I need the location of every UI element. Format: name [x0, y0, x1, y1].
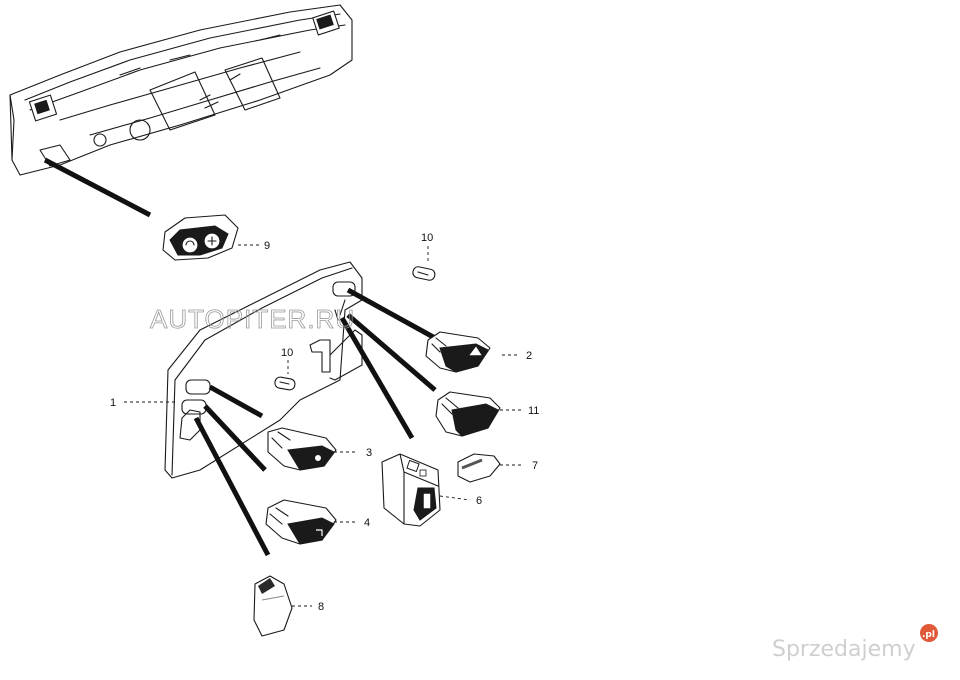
part-8-cover [253, 575, 293, 637]
assembly-arrows [193, 287, 437, 557]
part-1-panel [164, 261, 363, 479]
part-3-switch [267, 427, 337, 471]
svg-text:.pl: .pl [922, 630, 935, 640]
assembly-arrow [43, 157, 152, 218]
callout-10-upper: 10 [421, 232, 433, 244]
callout-11: 11 [528, 405, 539, 417]
autopiter-watermark: AUTOPITER.RU [150, 304, 355, 334]
callout-7: 7 [532, 460, 538, 472]
part-6-dimmer [381, 453, 441, 527]
callout-10-lower: 10 [281, 347, 293, 359]
callout-1: 1 [110, 397, 116, 409]
part-2-hazard-switch [425, 331, 491, 373]
callout-3: 3 [366, 447, 372, 459]
part-4-switch [265, 499, 337, 545]
callout-9: 9 [264, 240, 270, 252]
svg-text:Sprzedajemy: Sprzedajemy [772, 637, 916, 662]
callout-2: 2 [526, 350, 532, 362]
callout-6: 6 [476, 495, 482, 507]
logo-badge [920, 624, 938, 642]
callout-4: 4 [364, 517, 370, 529]
part-10-bulb-lower [274, 376, 296, 391]
part-7-cap [457, 453, 501, 483]
dashboard-illustration [9, 4, 353, 176]
part-10-bulb-upper [412, 266, 436, 281]
callout-8: 8 [318, 601, 324, 613]
part-9-switch [162, 214, 239, 261]
sprzedajemy-logo: Sprzedajemy .pl [772, 624, 938, 662]
part-11-switch [435, 391, 501, 437]
